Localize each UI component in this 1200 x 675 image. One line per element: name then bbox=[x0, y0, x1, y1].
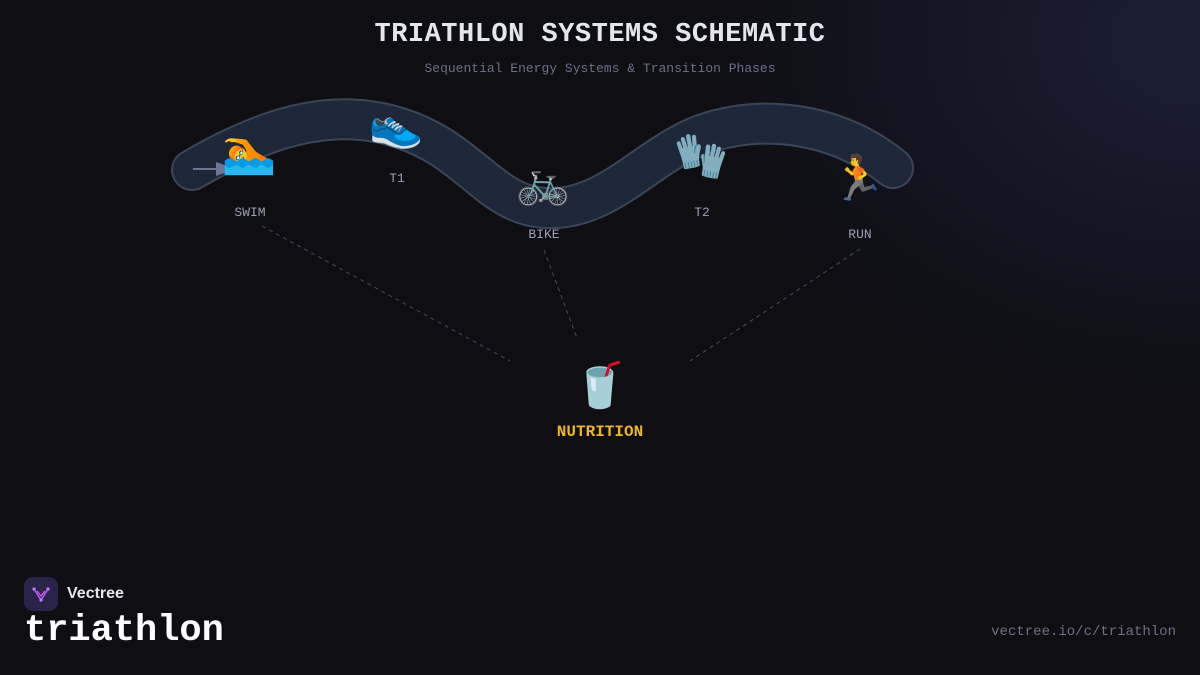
page-title: TRIATHLON SYSTEMS SCHEMATIC bbox=[374, 20, 826, 50]
vectree-logo-icon bbox=[24, 577, 58, 611]
page-subtitle: Sequential Energy Systems & Transition P… bbox=[424, 61, 776, 76]
source-url-link[interactable]: vectree.io/c/triathlon bbox=[991, 624, 1176, 640]
swim-nutrition-connector bbox=[261, 225, 511, 362]
brand: Vectree bbox=[24, 577, 124, 611]
running-shoe-icon: 👟 bbox=[369, 100, 424, 151]
bicycle-icon: 🚲 bbox=[516, 157, 571, 208]
course-track bbox=[173, 100, 912, 228]
node-label-bike: BIKE bbox=[528, 227, 559, 242]
node-label-t1: T1 bbox=[389, 171, 405, 186]
brand-name: Vectree bbox=[67, 585, 124, 602]
start-arrow-icon bbox=[193, 162, 236, 176]
runner-icon: 🏃 bbox=[831, 153, 886, 204]
gloves-icon: 🧤 bbox=[674, 131, 729, 182]
run-nutrition-connector bbox=[689, 248, 861, 362]
nutrition-label: NUTRITION bbox=[557, 423, 643, 441]
node-label-run: RUN bbox=[848, 227, 871, 242]
node-label-t2: T2 bbox=[694, 205, 710, 220]
bike-nutrition-connector bbox=[543, 249, 578, 339]
category-title: triathlon bbox=[24, 610, 224, 652]
swimmer-icon: 🏊 bbox=[222, 126, 277, 177]
node-label-swim: SWIM bbox=[234, 205, 265, 220]
cup-with-straw-icon: 🥤 bbox=[573, 360, 628, 411]
